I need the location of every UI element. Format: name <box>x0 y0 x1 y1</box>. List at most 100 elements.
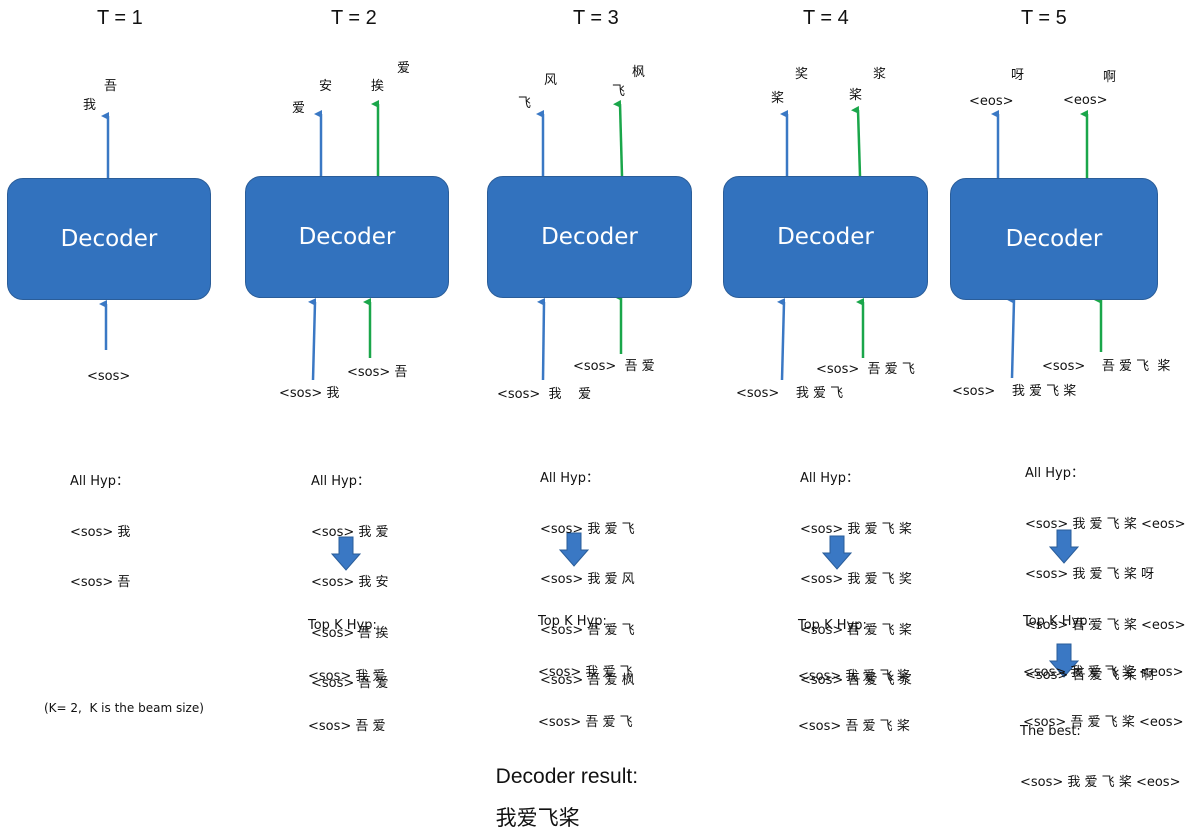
beam1-input-arrow <box>308 298 317 381</box>
hyp-item: <sos> 吾 爱 <box>311 676 389 691</box>
output-token: <eos> <box>1063 93 1108 108</box>
timestep-label: T = 5 <box>1021 7 1067 29</box>
decoder-block: Decoder <box>950 178 1158 300</box>
beam-size-note: (K= 2, K is the beam size) <box>44 701 204 715</box>
decoder-label: Decoder <box>298 224 396 250</box>
all-hyp-title: All Hyp： <box>800 471 859 486</box>
timestep-label: T = 2 <box>331 7 377 29</box>
hyp-item: <sos> 我 爱 飞 <box>538 664 633 680</box>
hyp-item: <sos> 吾 爱 飞 桨 <eos> <box>1025 617 1186 633</box>
all-hyp-title: All Hyp： <box>1025 466 1084 481</box>
arrows-layer <box>99 99 1103 678</box>
output-token: 桨 <box>771 91 785 106</box>
hyp-item: <sos> 吾 爱 飞 桨 <box>800 622 912 638</box>
decoder-label: Decoder <box>1005 226 1103 252</box>
output-token: 我 <box>83 98 97 113</box>
output-token: 飞 <box>518 96 532 111</box>
output-token: 爱 <box>397 61 411 76</box>
output-token: 啊 <box>1103 70 1117 85</box>
top-k-list: Top K Hyp: <sos> 我 爱 飞 桨 <sos> 吾 爱 飞 桨 <box>798 585 910 753</box>
output-token: <eos> <box>969 94 1014 109</box>
best-hypothesis: The best: <sos> 我 爱 飞 桨 <eos> <box>1020 691 1180 808</box>
down-arrow-icon <box>558 532 590 567</box>
input-sequence: <sos> 吾 <box>347 365 408 380</box>
all-hyp-list: All Hyp： <sos> 我 爱 飞 桨 <eos> <sos> 我 爱 飞… <box>1025 433 1185 702</box>
decoder-block: Decoder <box>7 178 211 300</box>
all-hyp-list: All Hyp： <sos> 我 爱 飞 桨 <sos> 我 爱 飞 奖 <so… <box>800 438 912 707</box>
hyp-item: <sos> 我 爱 飞 奖 <box>800 572 912 587</box>
hyp-item: <sos> 我 爱 <box>311 524 389 540</box>
top-k-title: Top K Hyp: <box>1023 614 1092 629</box>
decoder-label: Decoder <box>60 226 158 252</box>
output-token: 奖 <box>795 67 809 82</box>
best-title: The best: <box>1020 724 1081 739</box>
top-k-title: Top K Hyp: <box>538 614 607 629</box>
top-k-title: Top K Hyp: <box>798 618 867 633</box>
decoder-block: Decoder <box>723 176 928 298</box>
input-sequence: <sos> 我 爱 飞 桨 <box>952 384 1077 399</box>
down-arrow-icon <box>1048 529 1080 564</box>
hyp-item: <sos> 我 爱 <box>308 668 386 684</box>
all-hyp-title: All Hyp： <box>311 474 370 489</box>
all-hyp-title: All Hyp： <box>70 474 129 489</box>
hyp-item: <sos> 吾 <box>70 575 131 590</box>
output-token: 呀 <box>1011 68 1025 83</box>
output-token: 浆 <box>873 67 887 82</box>
all-hyp-list: All Hyp： <sos> 我 爱 飞 <sos> 我 爱 风 <sos> 吾… <box>540 438 635 707</box>
all-hyp-title: All Hyp： <box>540 471 599 486</box>
top-k-title: Top K Hyp: <box>308 618 377 633</box>
input-sequence: <sos> 吾 爱 <box>573 359 655 374</box>
input-sequence: <sos> 我 爱 飞 <box>736 386 844 401</box>
beam1-input-arrow <box>777 298 786 381</box>
hyp-item: <sos> 我 爱 飞 桨 <eos> <box>1023 664 1184 680</box>
top-k-list: Top K Hyp: <sos> 我 爱 <sos> 吾 爱 <box>308 585 386 753</box>
input-sequence: <sos> 我 <box>279 386 340 401</box>
hyp-item: <sos> 我 爱 飞 桨 呀 <box>1025 567 1154 582</box>
hyp-item: <sos> 我 爱 飞 桨 <box>798 668 910 684</box>
hyp-item: <sos> 吾 爱 枫 <box>540 673 635 688</box>
output-token: 安 <box>319 79 333 94</box>
down-arrow-icon <box>821 535 853 570</box>
hyp-item: <sos> 我 爱 飞 桨 <box>800 521 912 537</box>
decoder-block: Decoder <box>245 176 449 298</box>
output-token: 爱 <box>292 101 306 116</box>
hyp-item: <sos> 吾 爱 飞 桨 啊 <box>1025 668 1154 683</box>
hyp-item: <sos> 我 爱 飞 桨 <eos> <box>1025 516 1186 532</box>
beam2-output-arrow <box>613 99 624 177</box>
hyp-item: <sos> 吾 爱 <box>308 719 386 734</box>
timestep-label: T = 4 <box>803 7 849 29</box>
output-token: 桨 <box>849 88 863 103</box>
input-sequence: <sos> <box>87 369 131 384</box>
hyp-item: <sos> 吾 爱 飞 <box>538 715 633 730</box>
output-token: 飞 <box>612 84 626 99</box>
input-sequence: <sos> 吾 爱 飞 桨 <box>1042 359 1171 374</box>
down-arrow-icon <box>330 536 362 571</box>
hyp-item: <sos> 我 <box>70 524 131 540</box>
down-arrow-icon <box>1048 643 1080 678</box>
input-sequence: <sos> 我 爱 <box>497 387 592 402</box>
beam1-input-arrow <box>1007 296 1016 379</box>
beam2-output-arrow <box>851 105 862 177</box>
decoder-result: Decoder result: 我爱飞桨 <box>484 745 638 829</box>
top-k-list: Top K Hyp: <sos> 我 爱 飞 桨 <eos> <sos> 吾 爱… <box>1023 581 1183 749</box>
output-token: 吾 <box>104 79 118 94</box>
hyp-item: <sos> 吾 爱 飞 桨 <box>798 719 910 734</box>
decoder-label: Decoder <box>777 224 874 250</box>
top-k-list: Top K Hyp: <sos> 我 爱 飞 <sos> 吾 爱 飞 <box>538 581 633 749</box>
output-token: 风 <box>544 73 558 88</box>
hyp-item: <sos> 吾 爱 飞 浆 <box>800 673 912 688</box>
all-hyp-list: All Hyp： <sos> 我 <sos> 吾 <box>70 441 130 609</box>
decoder-label: Decoder <box>541 224 638 250</box>
hyp-item: <sos> 我 安 <box>311 575 389 590</box>
decoder-result-value: 我爱飞桨 <box>495 807 580 830</box>
timestep-label: T = 3 <box>573 7 619 29</box>
timestep-label: T = 1 <box>97 7 143 29</box>
input-sequence: <sos> 吾 爱 飞 <box>816 362 915 377</box>
hyp-item: <sos> 我 爱 风 <box>540 572 635 587</box>
beam1-input-arrow <box>537 298 546 381</box>
hyp-item: <sos> 吾 挨 <box>311 625 389 641</box>
hyp-item: <sos> 吾 爱 飞 桨 <eos> <box>1023 715 1184 730</box>
all-hyp-list: All Hyp： <sos> 我 爱 <sos> 我 安 <sos> 吾 挨 <… <box>311 441 389 710</box>
best-item: <sos> 我 爱 飞 桨 <eos> <box>1020 774 1181 790</box>
output-token: 枫 <box>632 65 646 80</box>
